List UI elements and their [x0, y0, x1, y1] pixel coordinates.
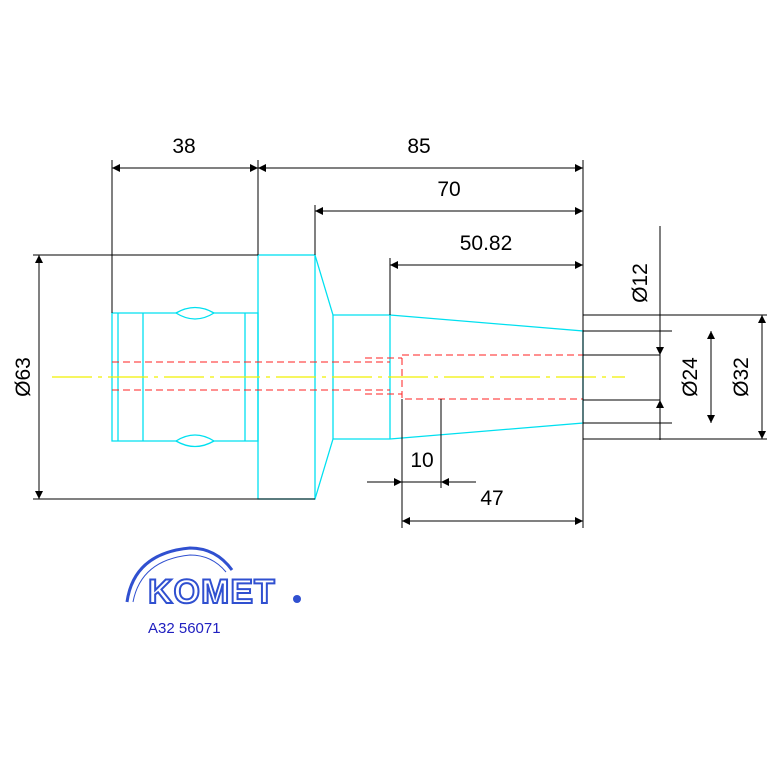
taper-bottom: [314, 438, 390, 500]
part-number: A32 56071: [148, 620, 221, 637]
dim-dia-63: Ø63: [12, 357, 35, 397]
groove-top: [175, 306, 215, 314]
dim-dia-32: Ø32: [730, 357, 753, 397]
dim-38: 38: [172, 135, 195, 158]
logo-dot: [293, 595, 301, 603]
dim-50-82: 50.82: [460, 232, 513, 255]
dim-dia-24: Ø24: [679, 357, 702, 397]
groove-bottom: [175, 440, 215, 448]
dim-10: 10: [410, 449, 433, 472]
dim-70: 70: [437, 178, 460, 201]
taper-top: [314, 254, 390, 316]
dimension-lines: [33, 160, 767, 528]
dim-47: 47: [480, 487, 503, 510]
komet-logo: KOMET A32 56071: [125, 546, 301, 637]
dimension-labels: 38 85 70 50.82 10 47 Ø63 Ø12 Ø24 Ø32: [12, 135, 753, 510]
logo-arc: [125, 546, 234, 603]
dim-85: 85: [407, 135, 430, 158]
dim-dia-12: Ø12: [629, 263, 652, 303]
logo-arc-inner: [132, 554, 227, 603]
logo-wordmark: KOMET: [148, 573, 276, 611]
